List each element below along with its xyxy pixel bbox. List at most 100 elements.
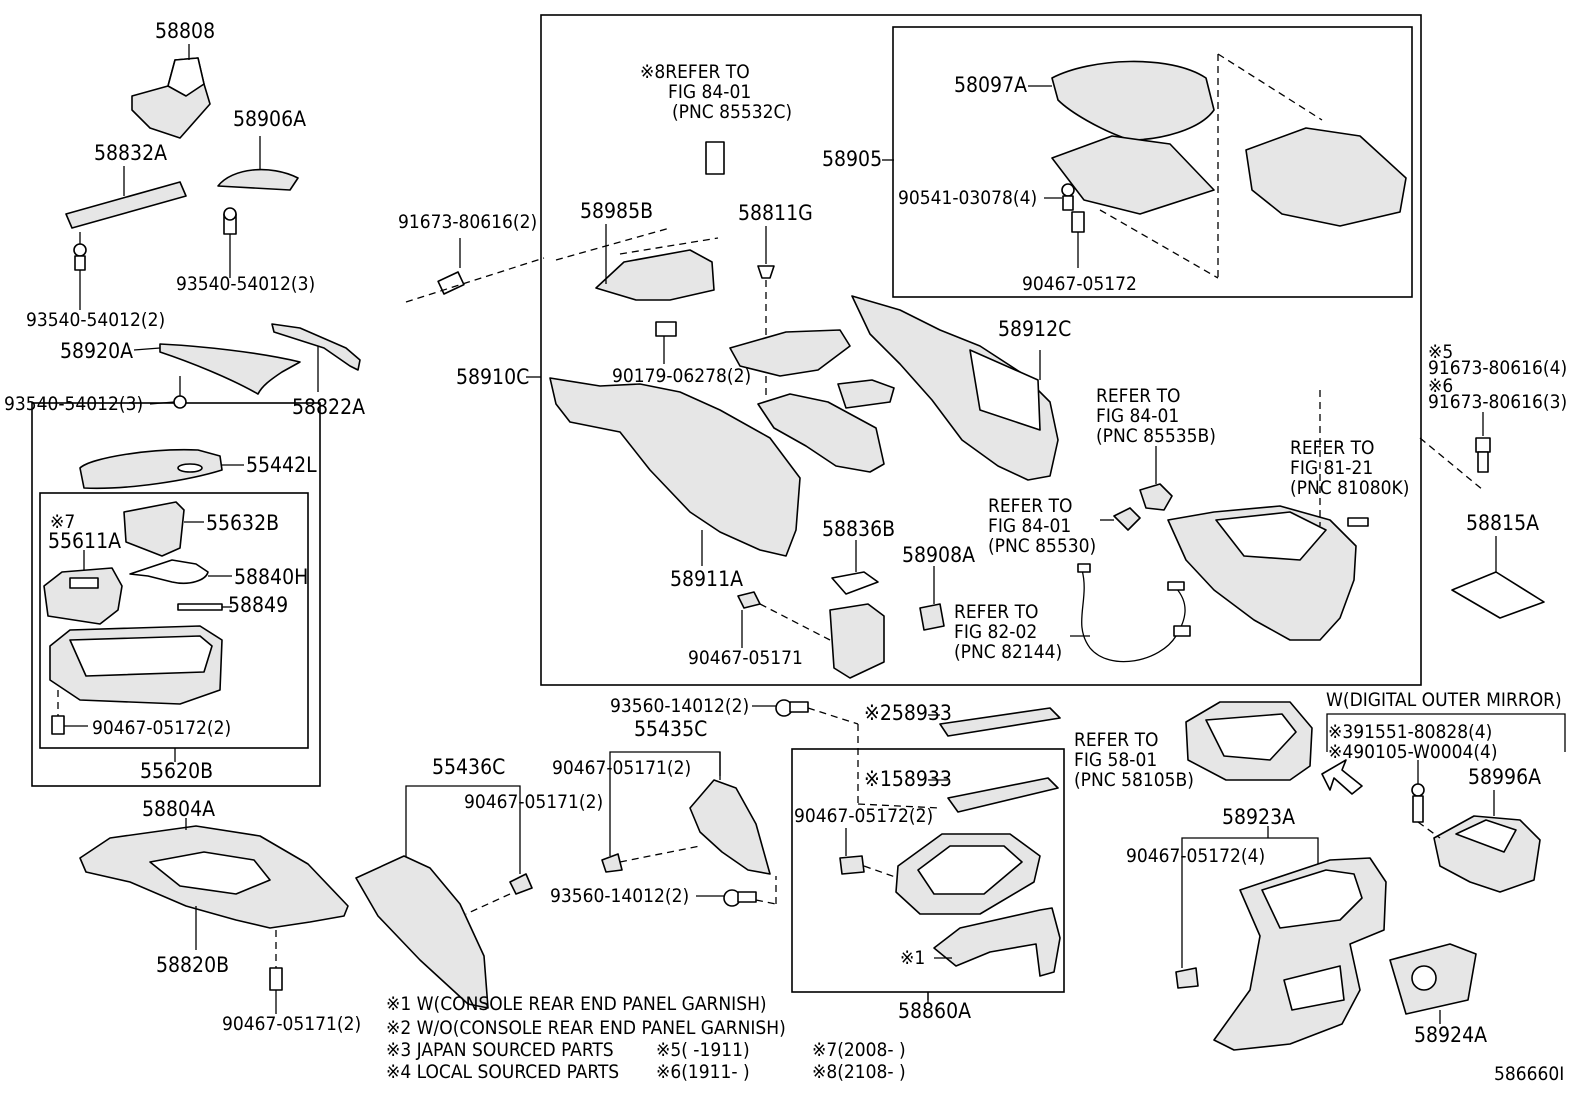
trim-58832A [65,166,187,310]
panel-55436C [355,785,533,1009]
label-digital-mirror: W(DIGITAL OUTER MIRROR) [1326,689,1562,711]
label-58815A: 58815A [1466,511,1539,535]
vent-assembly [839,828,1041,915]
bolt-91673-80616-2 [405,238,545,303]
screw-90541-03078 [1044,183,1075,211]
label-58911A: 58911A [670,567,743,591]
label-note-1: ※1 [900,947,925,969]
bolt-93560-14012-bot [696,876,777,907]
note-3: ※3 JAPAN SOURCED PARTS [386,1039,614,1061]
tag-81080K [1347,517,1369,527]
tray-base [49,625,223,735]
label-58933-1: ※158933 [864,767,952,791]
label-ref-85535B-1: REFER TO [1096,385,1181,407]
label-58840H: 58840H [234,565,308,589]
arrow-indicator [1321,759,1363,795]
label-ref-82144-1: REFER TO [954,601,1039,623]
holder-55632B [123,501,204,557]
label-90467-05171-2-a: 90467-05171(2) [552,757,691,779]
label-ref-85532C-3: (PNC 85532C) [672,101,792,123]
label-ref-85530-3: (PNC 85530) [988,535,1096,557]
label-ref-58105B-2: FIG 58-01 [1074,749,1157,771]
label-90467-05171-2-bottom: 90467-05171(2) [222,1013,361,1035]
label-90105-W0004-4: ※490105-W0004(4) [1328,741,1498,763]
label-90467-05172-2-mid: 90467-05172(2) [794,805,933,827]
label-figure-id: 586660I [1494,1063,1564,1085]
label-58908A: 58908A [902,543,975,567]
label-55620B: 55620B [140,759,213,783]
label-58912C: 58912C [998,317,1071,341]
label-93560-14012-2-bot: 93560-14012(2) [550,885,689,907]
clip-90467-05172-box [1071,211,1085,268]
label-58933-2: ※258933 [864,701,952,725]
bracket-58985B [555,224,719,364]
label-58860A: 58860A [898,999,971,1023]
label-93540-54012-3-top: 93540-54012(3) [176,273,315,295]
label-ref-85535B-3: (PNC 85535B) [1096,425,1216,447]
switch-58908A [919,566,945,631]
label-ref-58105B-3: (PNC 58105B) [1074,769,1194,791]
socket-85530 [1100,507,1141,531]
label-58822A: 58822A [292,395,365,419]
box-frame-inner [39,492,309,749]
note-6: ※6(1911- ) [656,1061,750,1083]
armrest-frame [892,26,1413,298]
label-90179-06278-2: 90179-06278(2) [612,365,751,387]
mat-58840H [129,559,232,585]
unit-58105B [1185,701,1313,781]
note-4: ※4 LOCAL SOURCED PARTS [386,1061,619,1083]
box-58836B [829,540,885,679]
armrest-base [882,135,1215,215]
label-90467-05172-box: 90467-05172 [1022,273,1137,295]
label-ref-85532C-2: FIG 84-01 [668,81,751,103]
label-90467-05172-4: 90467-05172(4) [1126,845,1265,867]
console-body [1167,390,1357,641]
label-55435C: 55435C [634,717,707,741]
garnish-58923A [1175,826,1387,1051]
label-58097A: 58097A [954,73,1027,97]
label-58924A: 58924A [1414,1023,1487,1047]
label-ref-85530-1: REFER TO [988,495,1073,517]
label-58910C: 58910C [456,365,529,389]
mat-58815A [1451,536,1545,619]
label-ref-85535B-2: FIG 84-01 [1096,405,1179,427]
label-58985B: 58985B [580,199,653,223]
label-91673-80616-2: 91673-80616(2) [398,211,537,233]
label-58923A: 58923A [1222,805,1295,829]
bolt-91673-80616 [1419,412,1491,491]
trim-58933-1 [857,724,1059,813]
label-ref-82144-3: (PNC 82144) [954,641,1062,663]
label-note-6: ※6 [1428,375,1453,397]
socket-85535B [1139,446,1173,511]
label-58849: 58849 [228,593,288,617]
garnish-58906A [217,136,299,278]
label-91673-80616-3: 91673-80616(3) [1428,391,1567,413]
garnish-58860A [927,907,1061,1004]
label-ref-81080K-2: FIG 81-21 [1290,457,1373,479]
label-55611A: 55611A [48,529,121,553]
trim-58822A [271,323,361,392]
label-58920A: 58920A [60,339,133,363]
bolt-93560-14012-top [752,699,859,725]
bracket-58804A [79,818,349,1014]
bracket-mid [729,329,895,409]
label-58820B: 58820B [156,953,229,977]
label-ref-82144-2: FIG 82-02 [954,621,1037,643]
pad-58849 [177,603,232,611]
bracket-58996A [1411,760,1541,893]
label-58836B: 58836B [822,517,895,541]
side-panel-58912C [851,295,1059,481]
clip-90467-05171 [737,591,831,648]
panel-55435C [601,751,771,875]
label-ref-85532C-1: ※8REFER TO [640,61,750,83]
label-58906A: 58906A [233,107,306,131]
label-93540-54012-3: 93540-54012(3) [4,393,143,415]
label-58832A: 58832A [94,141,167,165]
trim-58933-2 [928,707,1061,737]
note-7: ※7(2008- ) [812,1039,906,1061]
label-91673-80616-4: 91673-80616(4) [1428,357,1567,379]
label-58996A: 58996A [1468,765,1541,789]
label-ref-81080K-1: REFER TO [1290,437,1375,459]
label-93560-14012-2-top: 93560-14012(2) [610,695,749,717]
label-58808: 58808 [155,19,215,43]
